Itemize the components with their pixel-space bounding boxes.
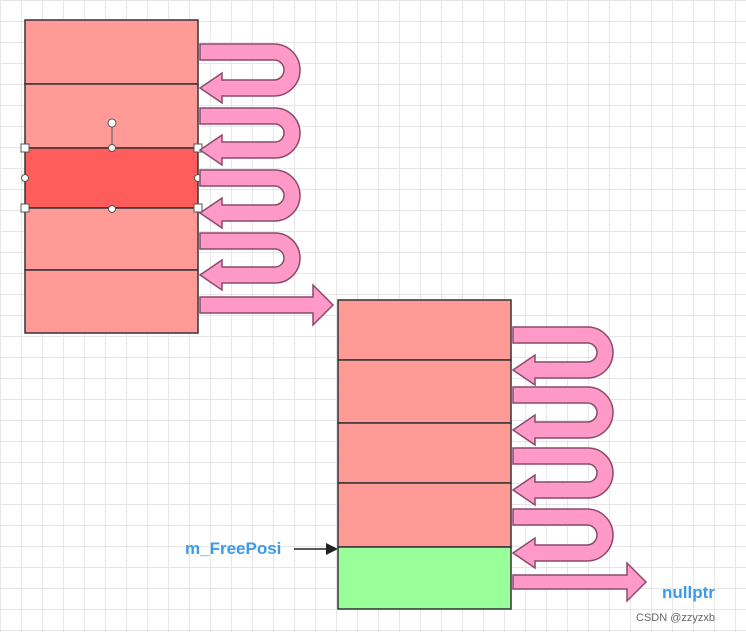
chunk-2-block-3 xyxy=(337,422,512,484)
chunk-2-block-4 xyxy=(337,482,512,548)
nullptr-label: nullptr xyxy=(662,583,715,602)
chunk-1 xyxy=(24,19,199,334)
resize-handle-bottom-left[interactable] xyxy=(20,203,30,213)
watermark: CSDN @zzyzxb xyxy=(636,612,716,624)
chunk-1-block-3-selected[interactable] xyxy=(24,147,199,209)
chunk-2-link-arrow-1 xyxy=(511,326,614,387)
chunk-2-link-arrow-4 xyxy=(511,508,614,570)
chunk-1-block-4 xyxy=(24,207,199,271)
resize-handle-bottom-right[interactable] xyxy=(193,203,203,213)
chunk-1-link-arrow-4 xyxy=(198,232,301,292)
resize-handle-left[interactable] xyxy=(21,174,29,182)
chunk-2 xyxy=(337,299,512,610)
resize-handle-top[interactable] xyxy=(108,144,116,152)
chunk-1-link-arrow-1 xyxy=(198,43,301,105)
chunk-1-block-5 xyxy=(24,269,199,334)
chunk-2-link-arrows xyxy=(511,326,614,570)
nullptr-arrow xyxy=(512,561,648,603)
chunk-1-link-arrow-3 xyxy=(198,169,301,230)
chunk-1-block-1 xyxy=(24,19,199,85)
rotate-handle[interactable] xyxy=(107,118,117,128)
resize-handle-bottom[interactable] xyxy=(108,205,116,213)
resize-handle-top-left[interactable] xyxy=(20,143,30,153)
chunk-2-link-arrow-2 xyxy=(511,386,614,447)
free-pointer-label: m_FreePosi xyxy=(185,539,282,558)
chunk-1-link-arrows xyxy=(198,43,301,292)
chunk-to-chunk-arrow xyxy=(199,283,335,327)
chunk-2-block-1 xyxy=(337,299,512,361)
chunk-2-block-2 xyxy=(337,359,512,424)
free-pointer-arrowhead xyxy=(326,543,338,555)
chunk-2-free-block xyxy=(337,546,512,610)
chunk-2-link-arrow-3 xyxy=(511,447,614,507)
chunk-1-link-arrow-2 xyxy=(198,107,301,167)
